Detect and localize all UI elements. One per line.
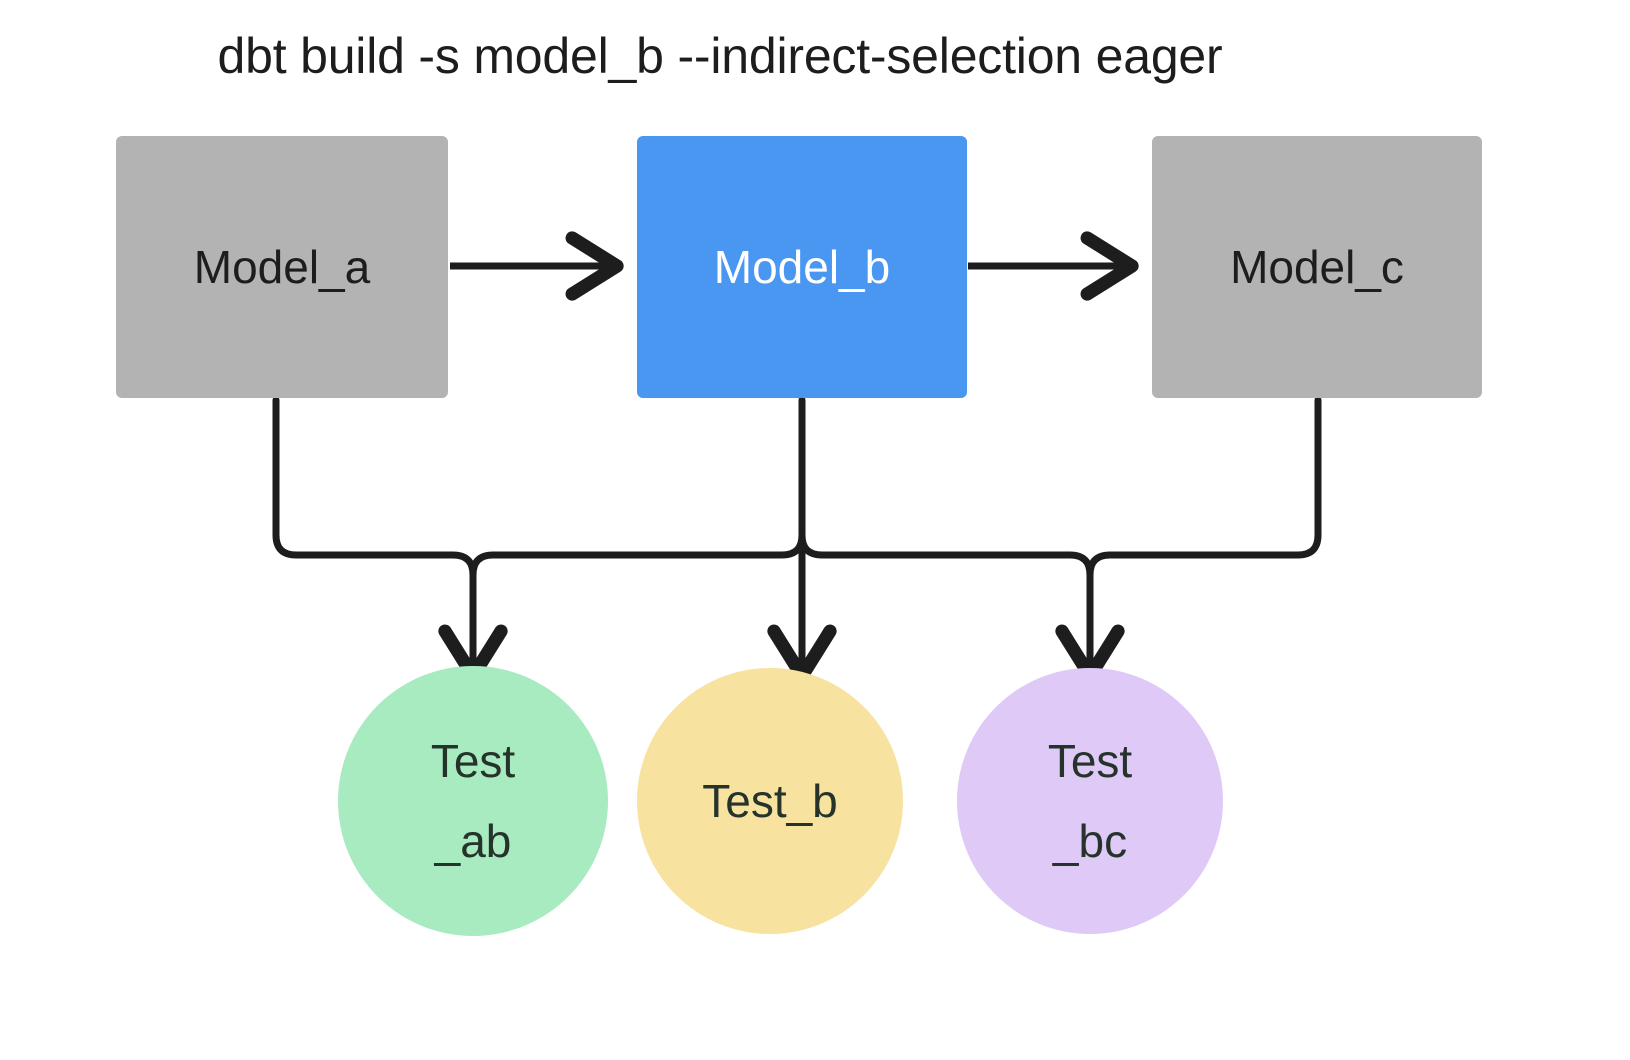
node-model-b-label: Model_b [713, 241, 891, 293]
edge-model-b-to-test-bc [798, 531, 1125, 683]
node-model-a-label: Model_a [193, 241, 371, 293]
node-test-bc-label-line-2: _bc [1052, 815, 1128, 867]
node-test-bc-label-line-1: Test [1047, 735, 1133, 787]
edge-model-c-to-test-bc [1086, 396, 1322, 579]
node-test-ab-label-line-1: Test [430, 735, 516, 787]
node-test-b[interactable]: Test_b [637, 668, 903, 934]
edge-model-b-to-test-ab [469, 494, 806, 579]
node-test-bc[interactable]: Test _bc [957, 668, 1223, 934]
node-model-b[interactable]: Model_b [637, 136, 967, 398]
edge-model-a-to-test-ab [272, 396, 508, 683]
node-test-b-label-line-1: Test_b [702, 775, 838, 827]
diagram-title: dbt build -s model_b --indirect-selectio… [217, 28, 1223, 84]
node-model-c-label: Model_c [1230, 241, 1404, 293]
node-test-ab[interactable]: Test _ab [338, 666, 608, 936]
node-model-c[interactable]: Model_c [1152, 136, 1482, 398]
node-model-a[interactable]: Model_a [116, 136, 448, 398]
node-test-ab-label-line-2: _ab [434, 815, 512, 867]
